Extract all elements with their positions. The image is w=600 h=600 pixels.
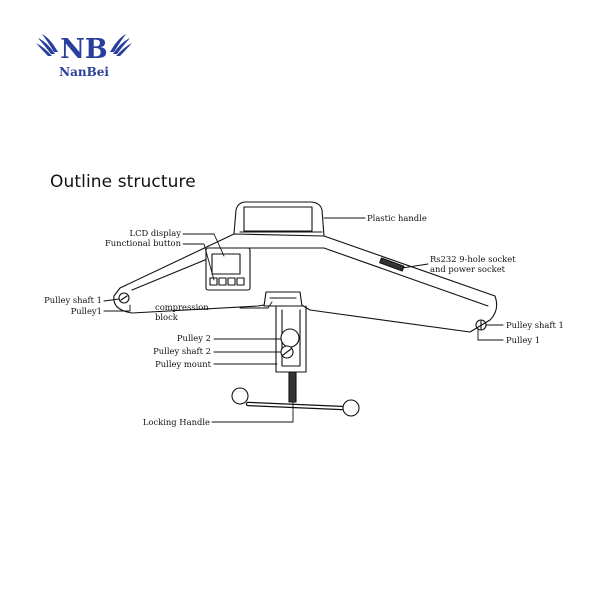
pulley-2-icon	[280, 328, 300, 348]
leader-lcd-display	[182, 233, 225, 257]
label-rs232-line2: and power socket	[430, 264, 506, 274]
leader-compression-block	[239, 301, 273, 309]
label-pulley-mount: Pulley mount	[155, 359, 212, 369]
right-wing-icon	[110, 34, 132, 56]
leader-pulley-shaft-1-left	[103, 298, 120, 302]
plastic-handle-grip	[243, 206, 313, 232]
locking-handle-bar-inner	[247, 403, 343, 409]
label-pulley-2: Pulley 2	[177, 333, 211, 343]
logo-text: NB	[60, 34, 108, 65]
plastic-handle	[233, 201, 325, 237]
label-rs232-line1: Rs232 9-hole socket	[430, 254, 516, 264]
leader-pulley1-left	[103, 304, 131, 312]
beam-inner-bevel	[131, 247, 489, 307]
leader-lines	[103, 217, 504, 423]
nanbei-logo-icon: NB NanBei	[36, 34, 132, 79]
function-button-3	[227, 277, 236, 286]
label-lcd-display: LCD display	[130, 228, 182, 238]
label-compression-line2: block	[155, 312, 179, 322]
lcd-screen	[211, 253, 241, 275]
pulley-shaft-1-left-icon	[118, 292, 130, 304]
locking-screw	[288, 371, 297, 403]
locking-handle-knob-left	[231, 387, 249, 405]
function-button-4	[236, 277, 245, 286]
label-plastic-handle: Plastic handle	[367, 213, 427, 223]
leader-pulley-1-right	[477, 329, 504, 341]
left-shaft-slot	[120, 295, 128, 301]
leader-rs232	[401, 263, 429, 269]
label-pulley-shaft-1-left: Pulley shaft 1	[44, 295, 102, 305]
leader-locking-handle	[211, 401, 294, 423]
label-compression-line1: compression	[155, 302, 209, 312]
page-title: Outline structure	[50, 172, 196, 192]
rs232-socket	[379, 257, 405, 272]
label-locking-handle: Locking Handle	[143, 417, 210, 427]
compression-block	[263, 291, 303, 307]
label-pulley-shaft-2: Pulley shaft 2	[153, 346, 211, 356]
function-button-2	[218, 277, 227, 286]
left-wing-icon	[36, 34, 58, 56]
locking-handle-knob-right	[342, 399, 360, 417]
pulley-shaft-2-slot	[282, 348, 292, 356]
label-pulley-shaft-1-right: Pulley shaft 1	[506, 320, 564, 330]
label-functional-button: Functional button	[105, 238, 182, 248]
leader-functional-button	[182, 243, 215, 281]
brand-name: NanBei	[59, 65, 109, 79]
nanbei-logo: NB NanBei	[34, 22, 134, 82]
label-pulley1-left: Pulley1	[71, 306, 102, 316]
label-pulley-1-right: Pulley 1	[506, 335, 540, 345]
